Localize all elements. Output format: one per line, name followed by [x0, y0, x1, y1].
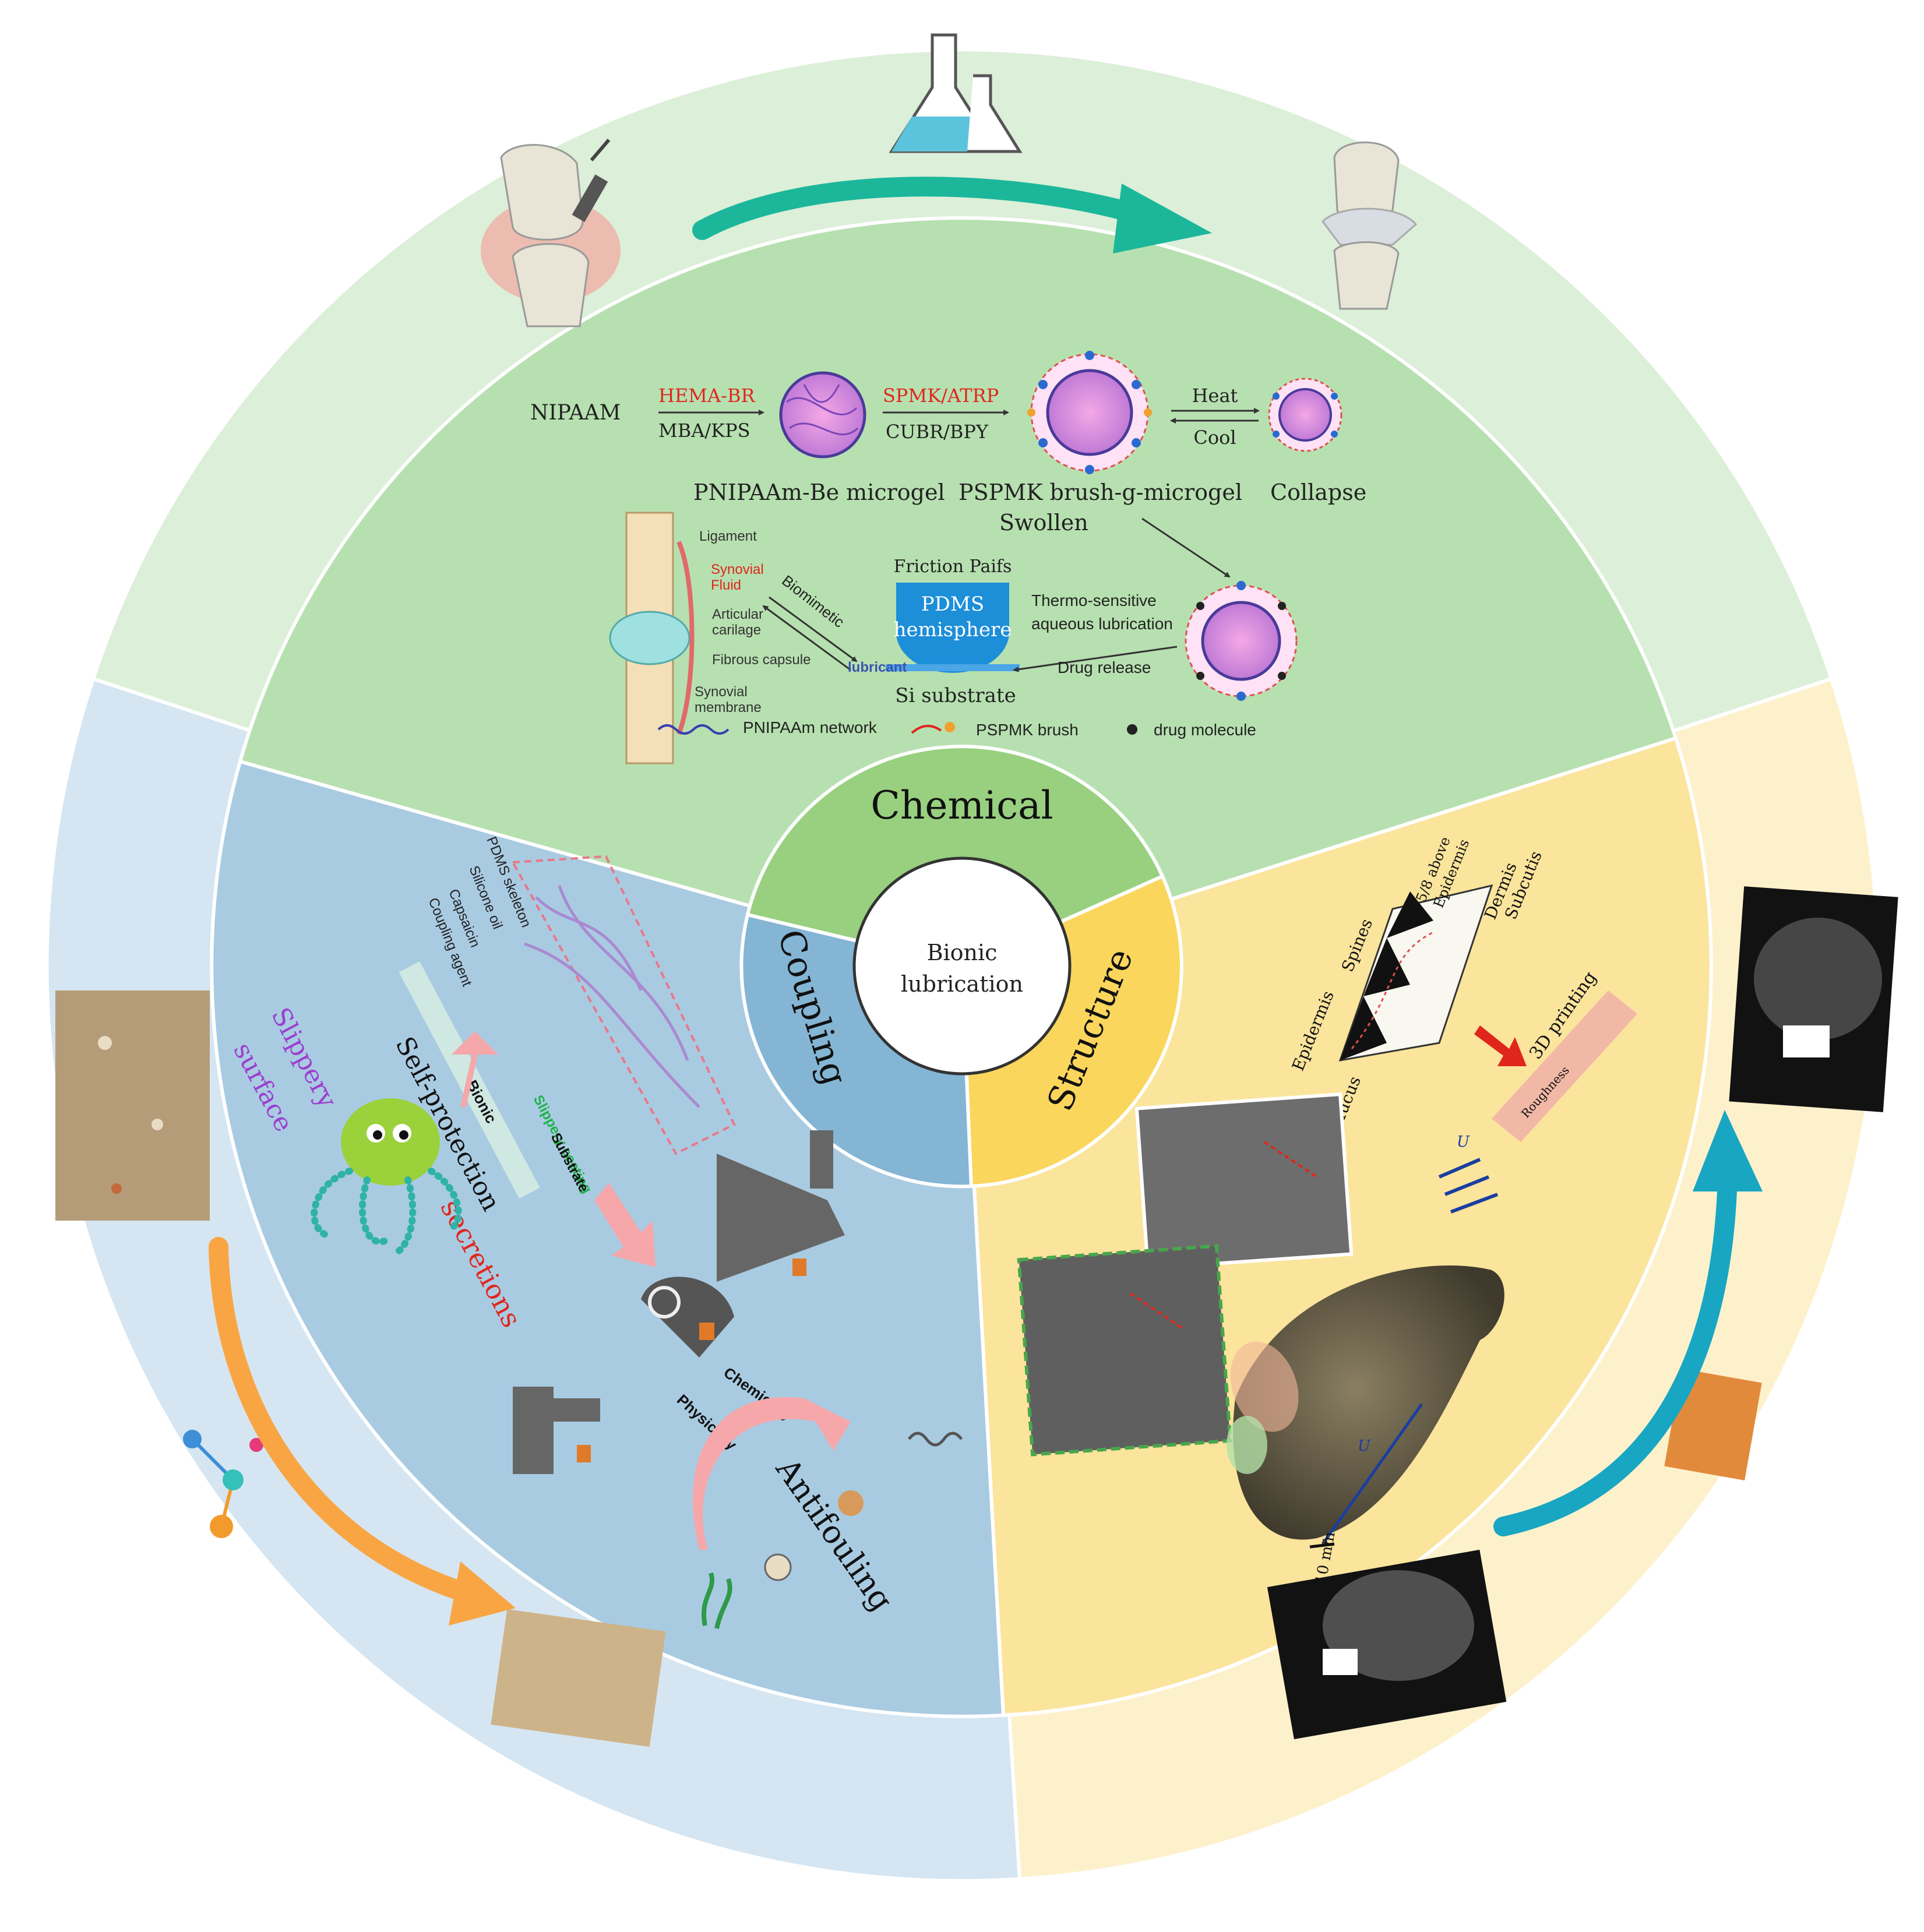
pdms-label-2: hemisphere — [894, 618, 1012, 641]
to-drug-arrow — [1141, 517, 1231, 578]
flow-arrow-1 — [1438, 1158, 1481, 1179]
brush-microgel-collapsed — [1268, 378, 1342, 452]
coating-zoom-box — [510, 855, 736, 1155]
legend-brush-dot — [945, 722, 955, 732]
teal-curved-arrow — [692, 177, 1152, 240]
printed-surface-plate — [1492, 990, 1637, 1142]
microgel-sphere — [779, 371, 866, 459]
antifouling-curved-arrow — [692, 1397, 851, 1550]
thermo-label-1: Thermo-sensitive — [1031, 591, 1157, 609]
polymer-strands — [524, 885, 700, 1108]
pink-down-arrow — [594, 1183, 656, 1267]
spmk-label: SPMK/ATRP — [883, 385, 999, 407]
seaweed-icon — [702, 1572, 732, 1629]
scale-bar — [1309, 1542, 1335, 1549]
dna-icon — [908, 1432, 963, 1447]
synovial-fluid-label-2: Fluid — [711, 577, 741, 593]
fibrous-label: Fibrous capsule — [712, 652, 811, 668]
wheel-icon — [641, 1277, 734, 1358]
ring-segment-chemical — [745, 745, 1165, 968]
si-substrate-bar — [886, 664, 1020, 671]
textured-sample-photo — [1664, 1369, 1762, 1480]
knee-healthy-icon — [1322, 141, 1418, 310]
legend-network-swatch — [657, 724, 730, 735]
machine-icon — [513, 1387, 600, 1474]
sector-label-chemical: Chemical — [871, 783, 1053, 828]
mba-label: MBA/KPS — [658, 419, 750, 442]
si-substrate-label: Si substrate — [895, 684, 1016, 707]
barnacle-icon — [838, 1490, 864, 1516]
center-label-line2: lubrication — [901, 971, 1023, 997]
biomimetic-arrow-1 — [769, 596, 858, 662]
barnacle-photo-after — [491, 1609, 666, 1747]
ship-icon — [717, 1130, 845, 1282]
brush-label: PSPMK brush-g-microgel — [959, 480, 1242, 505]
pdms-hemisphere — [896, 583, 1009, 673]
center-label-line1: Bionic — [927, 940, 998, 965]
membrane-label-1: Synovial — [695, 684, 748, 700]
orange-curved-arrow — [209, 1237, 488, 1606]
octopus-icon — [311, 1098, 462, 1256]
orange-arrowhead — [449, 1561, 516, 1626]
barnacle-spot — [111, 1183, 122, 1194]
legend-drug-dot — [1127, 724, 1137, 735]
barnacle-spot — [98, 1036, 112, 1050]
cool-label: Cool — [1193, 426, 1236, 449]
synovial-fluid-label-1: Synovial — [711, 562, 764, 577]
nipaam-label: NIPAAM — [530, 401, 621, 425]
swollen-label: Swollen — [999, 510, 1088, 535]
u-label-bottom: U — [1358, 1437, 1371, 1455]
knee-injured-icon — [481, 139, 621, 327]
membrane-label-2: membrane — [695, 700, 762, 715]
brush-microgel-swollen — [1027, 351, 1152, 474]
teal-arrowhead — [1113, 184, 1212, 253]
bionic-arrow — [452, 1031, 498, 1107]
thermo-label-2: aqueous lubrication — [1031, 615, 1173, 633]
petri-dish-photo-bottom — [1267, 1549, 1507, 1740]
u-label-top: U — [1457, 1133, 1470, 1151]
pdms-label-1: PDMS — [921, 593, 984, 616]
flasks-icon — [889, 33, 1023, 153]
petri-dish-photo-top — [1729, 886, 1898, 1112]
drug-loaded-microgel — [1185, 581, 1298, 701]
joint-anatomy-figure — [609, 512, 695, 764]
microgel-label: PNIPAAm-Be microgel — [693, 480, 945, 505]
flow-arrow-2 — [1444, 1175, 1490, 1196]
drug-release-label: Drug release — [1058, 658, 1151, 676]
drug-release-arrow — [1013, 646, 1178, 672]
pufferfish-photo — [1227, 1265, 1504, 1540]
hema-label: HEMA-BR — [658, 385, 755, 407]
legend-brush-label: PSPMK brush — [976, 721, 1079, 739]
ligament-label: Ligament — [699, 528, 757, 544]
legend-drug-label: drug molecule — [1154, 721, 1256, 739]
flow-arrow-3 — [1450, 1193, 1499, 1214]
to-printing-arrow — [1474, 1025, 1527, 1066]
articular-label-1: Articular — [712, 607, 763, 622]
barnacle-photo-before — [55, 990, 210, 1221]
sem-image-top — [1134, 1092, 1354, 1271]
shell-icon — [764, 1553, 792, 1581]
legend-brush-swatch — [911, 725, 942, 734]
cubr-label: CUBR/BPY — [886, 421, 989, 443]
articular-label-2: carilage — [712, 622, 761, 638]
collapse-label: Collapse — [1270, 480, 1366, 505]
u-arrow-long — [1321, 1403, 1423, 1545]
legend-network-label: PNIPAAm network — [743, 718, 878, 736]
biomimetic-arrow-2 — [762, 605, 851, 671]
heat-label: Heat — [1192, 385, 1238, 407]
friction-label: Friction Paifs — [894, 556, 1012, 577]
lubricant-label: lubricant — [848, 660, 907, 675]
cyan-curved-arrow — [1493, 1161, 1738, 1536]
sem-image-bottom — [1017, 1244, 1232, 1457]
barnacle-spot — [151, 1119, 163, 1130]
center-circle — [852, 856, 1072, 1076]
skin-section-block — [1338, 884, 1493, 1062]
cyan-arrowhead — [1693, 1110, 1763, 1191]
molecule-icon — [183, 1430, 263, 1538]
